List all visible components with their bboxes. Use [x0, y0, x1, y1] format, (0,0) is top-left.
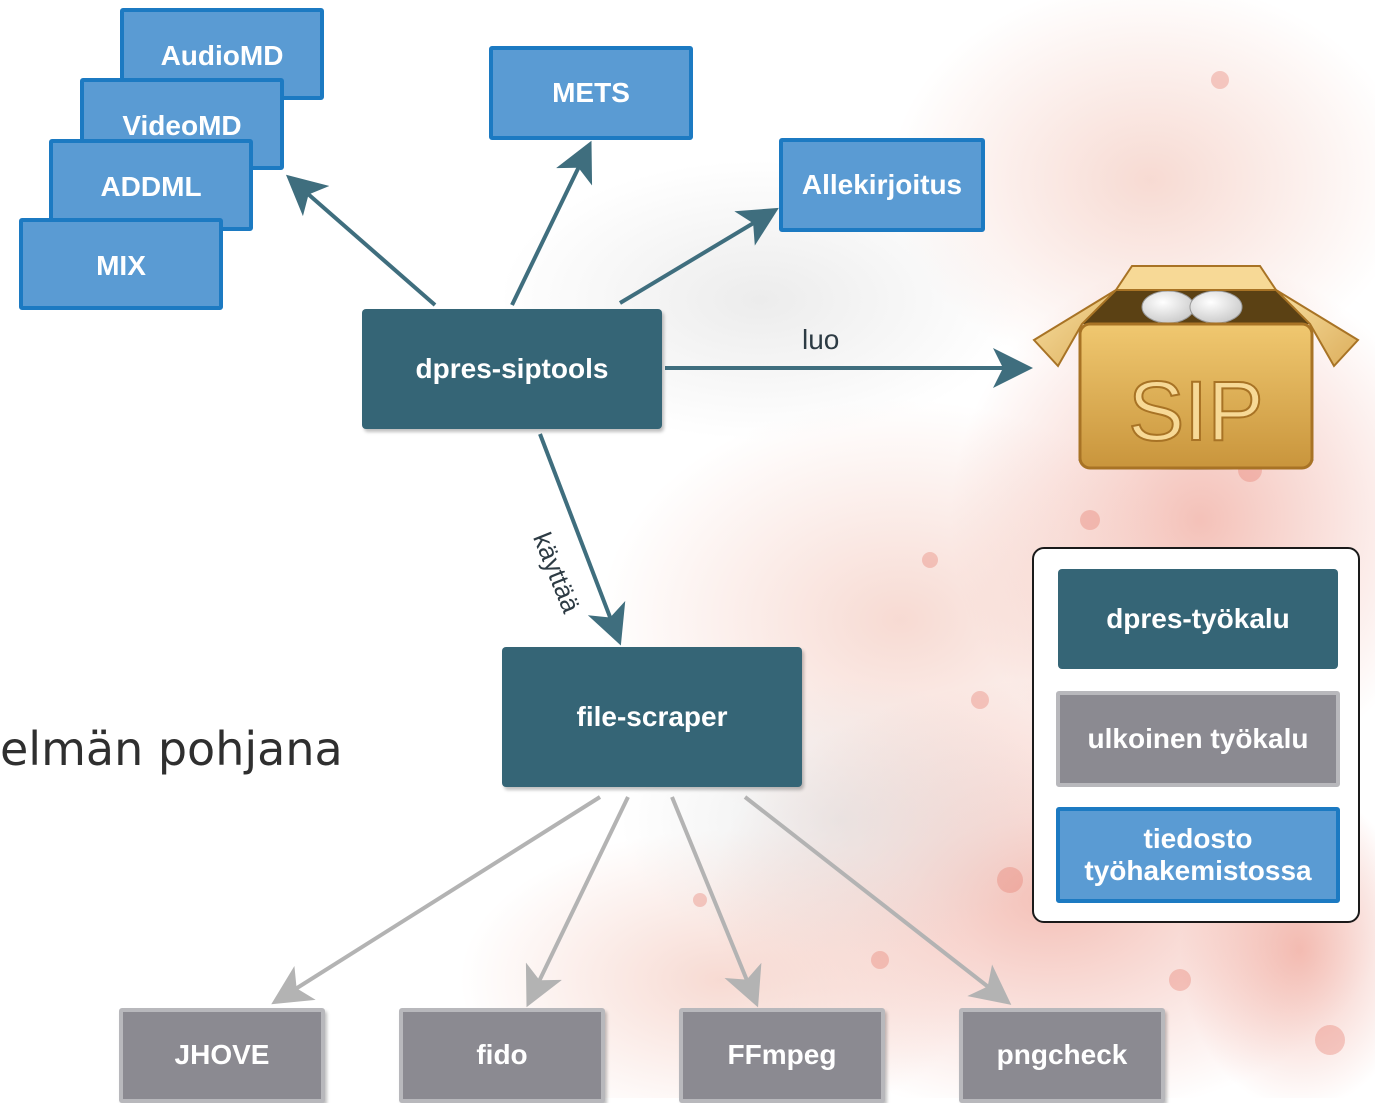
- legend-file-label-line2: työhakemistossa: [1084, 855, 1312, 886]
- sip-package-icon: SIP: [1032, 265, 1360, 470]
- node-jhove-label: JHOVE: [174, 1039, 270, 1071]
- legend-file: tiedosto työhakemistossa: [1056, 807, 1340, 903]
- node-pngcheck: pngcheck: [959, 1008, 1165, 1103]
- node-fido: fido: [399, 1008, 605, 1103]
- legend-dpres-tool-label: dpres-työkalu: [1106, 602, 1290, 634]
- node-dpres-siptools-label: dpres-siptools: [415, 352, 609, 384]
- sip-label: SIP: [1128, 364, 1263, 458]
- node-videomd-label: VideoMD: [122, 110, 242, 141]
- legend-file-label-line1: tiedosto: [1143, 822, 1253, 854]
- edge-filescraper-to-pngcheck: [743, 795, 1012, 1005]
- edge-filescraper-to-jhove: [271, 795, 602, 1005]
- node-jhove: JHOVE: [119, 1008, 325, 1103]
- node-audiomd-label: AudioMD: [160, 40, 284, 71]
- legend-dpres-tool: dpres-työkalu: [1058, 569, 1338, 669]
- node-addml: ADDML: [49, 139, 253, 231]
- legend-external-tool: ulkoinen työkalu: [1056, 691, 1340, 787]
- node-ffmpeg: FFmpeg: [679, 1008, 885, 1103]
- edge-siptools-to-mets: [510, 140, 593, 306]
- edge-label-luo: luo: [802, 324, 840, 355]
- node-mets: METS: [489, 46, 693, 140]
- node-file-scraper-label: file-scraper: [576, 700, 728, 732]
- node-fido-label: fido: [476, 1039, 528, 1071]
- node-dpres-siptools: dpres-siptools: [362, 309, 662, 429]
- legend-panel: dpres-työkalu ulkoinen työkalu tiedosto …: [1032, 547, 1360, 923]
- edge-siptools-to-metadata: [285, 174, 437, 307]
- node-mets-label: METS: [552, 76, 630, 108]
- slide-body-text-fragment: elmän pohjana: [0, 722, 343, 776]
- node-ffmpeg-label: FFmpeg: [727, 1039, 837, 1071]
- node-file-scraper: file-scraper: [502, 647, 802, 787]
- node-mix-label: MIX: [96, 250, 146, 281]
- edge-filescraper-to-fido: [525, 796, 630, 1008]
- legend-external-tool-label: ulkoinen työkalu: [1087, 722, 1309, 754]
- edge-siptools-to-allekirjoitus: [618, 207, 779, 305]
- edge-filescraper-to-ffmpeg: [670, 796, 762, 1008]
- edge-siptools-to-filescraper: [538, 433, 626, 646]
- node-mix: MIX: [19, 218, 223, 310]
- node-allekirjoitus-label: Allekirjoitus: [801, 168, 963, 200]
- node-allekirjoitus: Allekirjoitus: [779, 138, 985, 232]
- node-pngcheck-label: pngcheck: [996, 1039, 1128, 1071]
- node-addml-label: ADDML: [100, 171, 202, 202]
